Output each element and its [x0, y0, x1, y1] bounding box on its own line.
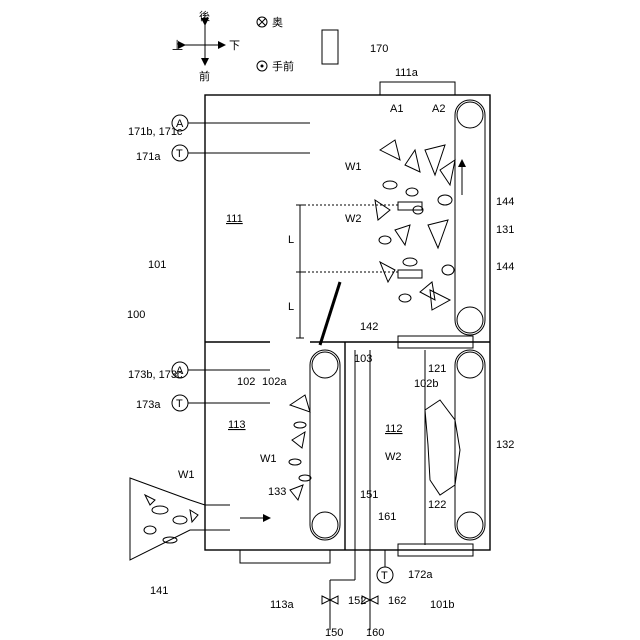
window-111a: [380, 82, 455, 95]
unit-170: [322, 30, 338, 64]
label-151: 151: [360, 489, 378, 501]
label-111: 111: [226, 213, 243, 225]
gas-pipes: T: [322, 350, 393, 630]
label-170: 170: [370, 43, 388, 55]
conveyor-133: [310, 350, 340, 540]
label-173a: 173a: [136, 399, 161, 411]
label-161: 161: [378, 511, 396, 523]
compass-back-label: 後: [199, 9, 210, 23]
label-122: 122: [428, 499, 446, 511]
gauges: A T A T: [172, 115, 310, 411]
label-102a: 102a: [262, 376, 287, 388]
gauge-171a-t: T: [176, 148, 183, 160]
window-113a: [240, 550, 330, 563]
label-a2: A2: [432, 103, 445, 115]
label-101b: 101b: [430, 599, 454, 611]
label-142: 142: [360, 321, 378, 333]
label-131: 131: [496, 224, 514, 236]
label-171bc: 171b, 171c: [128, 126, 183, 138]
label-144-upper: 144: [496, 196, 514, 208]
plate-142: [320, 282, 340, 345]
label-152: 152: [348, 595, 366, 607]
direction-compass: 上 下 後 前 奥 手前: [172, 9, 294, 83]
label-171a: 171a: [136, 151, 161, 163]
compass-up-label: 上: [172, 39, 183, 52]
label-100: 100: [127, 309, 145, 321]
label-162: 162: [388, 595, 406, 607]
label-112: 112: [385, 423, 403, 435]
gauge-t-label: T: [381, 570, 388, 582]
label-102b: 102b: [414, 378, 438, 390]
distance-l-upper: L: [288, 234, 294, 246]
waste-pieces-chamber-111: [375, 140, 455, 310]
distance-l-lower: L: [288, 301, 294, 313]
waste-pieces-chamber-113: [289, 395, 311, 500]
label-w1-mid: W1: [260, 453, 277, 465]
label-w1-top: W1: [345, 161, 362, 173]
label-101: 101: [148, 259, 166, 271]
label-113a: 113a: [270, 599, 295, 611]
hopper-141: [130, 478, 270, 560]
compass-far-label: 奥: [272, 15, 283, 29]
compass-down-label: 下: [229, 40, 240, 52]
label-113: 113: [228, 419, 246, 431]
label-a1: A1: [390, 103, 403, 115]
compass-front-label: 前: [199, 69, 210, 83]
distance-markers: L L: [288, 205, 398, 338]
conveyor-131: [455, 100, 485, 335]
label-w2-mid: W2: [385, 451, 402, 463]
label-w2-top: W2: [345, 213, 362, 225]
gauge-173a-t: T: [176, 398, 183, 410]
label-172a: 172a: [408, 569, 433, 581]
label-173bc: 173b, 173c: [128, 369, 183, 381]
label-w1-hopper: W1: [178, 469, 195, 481]
label-111a: 111a: [395, 67, 419, 79]
label-103: 103: [354, 353, 372, 365]
label-121: 121: [428, 363, 446, 375]
nozzle-144-lower: [398, 270, 422, 278]
label-144-lower: 144: [496, 261, 514, 273]
label-133: 133: [268, 486, 286, 498]
label-132: 132: [496, 439, 514, 451]
label-160: 160: [366, 627, 384, 639]
compass-near-label: 手前: [272, 59, 294, 73]
label-102: 102: [237, 376, 255, 388]
housing: [205, 30, 490, 563]
label-150: 150: [325, 627, 343, 639]
label-141: 141: [150, 585, 168, 597]
